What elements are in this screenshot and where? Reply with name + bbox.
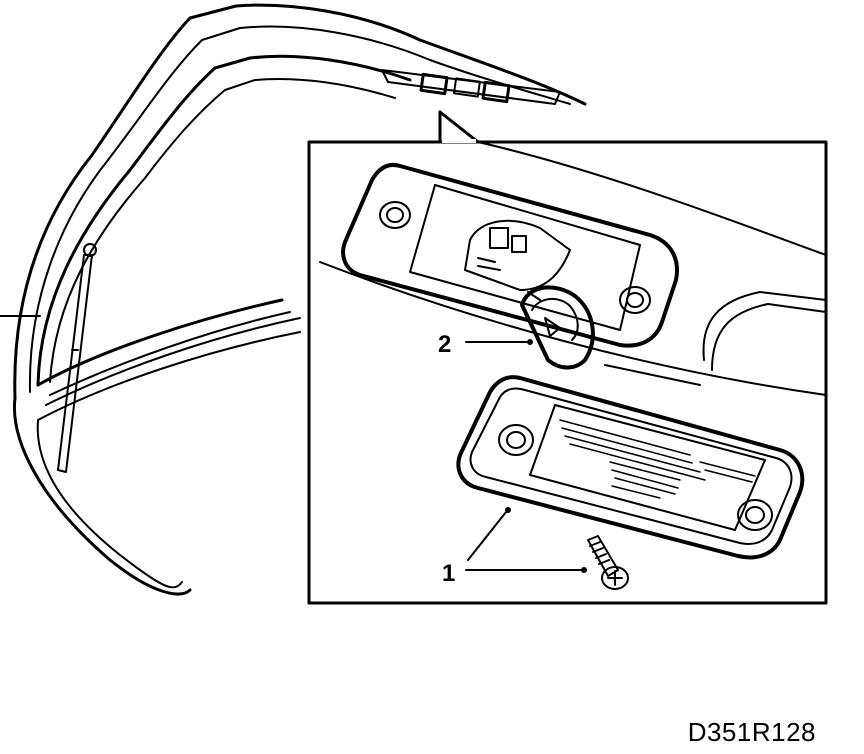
screw	[587, 535, 629, 590]
gas-strut	[57, 243, 97, 473]
tailgate-outline	[0, 3, 587, 596]
callout-leaders	[465, 339, 587, 573]
leader-dot	[505, 507, 511, 513]
reference-code: D351R128	[687, 717, 816, 747]
bulb	[520, 285, 595, 370]
tailgate-lamp-units	[381, 69, 561, 105]
callout-2-label: 2	[438, 331, 451, 358]
callout-1-label: 1	[442, 560, 455, 587]
leader-dot	[581, 567, 587, 573]
detail-inset	[307, 110, 828, 605]
lamp-lens	[456, 375, 805, 560]
leader-dot	[527, 339, 533, 345]
